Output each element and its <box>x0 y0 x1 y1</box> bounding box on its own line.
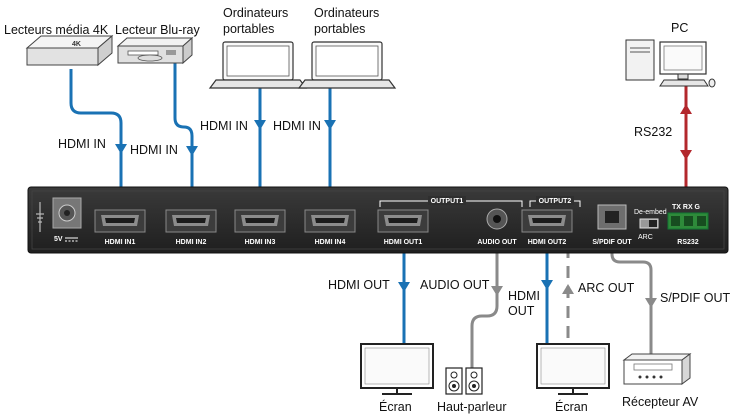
device-label-screen-2: Écran <box>555 399 588 414</box>
media-4k-badge: 4K <box>72 41 81 48</box>
port-label-hdmi-in1: HDMI IN1 <box>105 239 136 246</box>
label-spdif-out: S/PDIF OUT <box>660 291 731 305</box>
rs232-terminal <box>667 212 709 230</box>
port-label-hdmi-out1: HDMI OUT1 <box>384 239 423 246</box>
labels: Lecteurs média 4K Lecteur Blu-ray Ordina… <box>4 6 731 414</box>
device-label-av-receiver: Récepteur AV <box>622 395 699 409</box>
arrow-down-icon <box>398 282 410 292</box>
label-hdmi-out-1: HDMI OUT <box>328 278 390 292</box>
arrow-down-icon <box>491 286 503 296</box>
arrow-down-icon <box>680 150 692 160</box>
device-label-media-4k: Lecteurs média 4K <box>4 23 109 37</box>
arrow-up-icon <box>562 284 574 294</box>
port-label-hdmi-in2: HDMI IN2 <box>176 239 207 246</box>
av-receiver <box>622 353 692 385</box>
media-player-4k: 4K <box>25 34 114 67</box>
arrow-up-icon <box>680 104 692 114</box>
port-spdif-out <box>597 204 627 230</box>
label-hdmi-in-2: HDMI IN <box>130 143 178 157</box>
port-label-rs232: RS232 <box>677 239 699 246</box>
port-hdmi-in1 <box>94 209 146 233</box>
screen-2 <box>536 343 610 395</box>
screen-1 <box>360 343 434 395</box>
speakers <box>445 367 483 395</box>
port-audio-out <box>486 208 508 230</box>
audio-cable <box>470 228 499 368</box>
port-label-spdif-out: S/PDIF OUT <box>592 239 632 246</box>
arrow-down-icon <box>254 120 266 130</box>
pc <box>625 39 716 88</box>
port-label-hdmi-out2: HDMI OUT2 <box>528 239 567 246</box>
arc-label: ARC <box>638 234 653 241</box>
port-label-audio-out: AUDIO OUT <box>477 239 517 246</box>
device-label-laptop2-line1: Ordinateurs <box>314 6 379 20</box>
laptop-1 <box>208 41 308 89</box>
arrow-down-icon <box>541 280 553 290</box>
power-label: 5V <box>54 236 63 243</box>
label-hdmi-in-3: HDMI IN <box>200 119 248 133</box>
output2-group-label: OUTPUT2 <box>539 198 572 205</box>
port-hdmi-in3 <box>234 209 286 233</box>
laptop-2 <box>297 41 397 89</box>
rs232-pins: TX RX G <box>672 204 701 211</box>
port-hdmi-in2 <box>165 209 217 233</box>
device-label-speaker: Haut-parleur <box>437 400 506 414</box>
arrow-down-icon <box>324 120 336 130</box>
port-hdmi-out2 <box>521 209 573 233</box>
rear-panel: 5V <box>27 186 729 254</box>
arrow-down-icon <box>115 144 127 154</box>
label-hdmi-in-4: HDMI IN <box>273 119 321 133</box>
device-label-bluray: Lecteur Blu-ray <box>115 23 201 37</box>
label-arc-out: ARC OUT <box>578 281 635 295</box>
device-label-screen-1: Écran <box>379 399 412 414</box>
arrow-down-icon <box>186 146 198 156</box>
label-hdmi-out-2-line2: OUT <box>508 304 535 318</box>
switch-label: De-embed <box>634 209 667 216</box>
port-label-hdmi-in3: HDMI IN3 <box>245 239 276 246</box>
device-label-laptop1-line1: Ordinateurs <box>223 6 288 20</box>
label-hdmi-out-2-line1: HDMI <box>508 289 540 303</box>
device-label-pc: PC <box>671 21 688 35</box>
label-audio-out: AUDIO OUT <box>420 278 490 292</box>
ground-icon <box>36 202 44 232</box>
hdmi-cable-2 <box>173 63 194 218</box>
bluray-player <box>116 36 194 65</box>
port-hdmi-out1 <box>377 209 429 233</box>
hdmi-cable-1 <box>69 69 123 218</box>
port-hdmi-in4 <box>304 209 356 233</box>
arrow-down-icon <box>645 298 657 308</box>
label-hdmi-in-1: HDMI IN <box>58 137 106 151</box>
port-label-hdmi-in4: HDMI IN4 <box>315 239 346 246</box>
device-label-laptop1-line2: portables <box>223 22 274 36</box>
device-label-laptop2-line2: portables <box>314 22 365 36</box>
label-rs232: RS232 <box>634 125 672 139</box>
spdif-cable <box>610 228 653 360</box>
power-jack <box>52 197 82 229</box>
output1-group-label: OUTPUT1 <box>431 198 464 205</box>
